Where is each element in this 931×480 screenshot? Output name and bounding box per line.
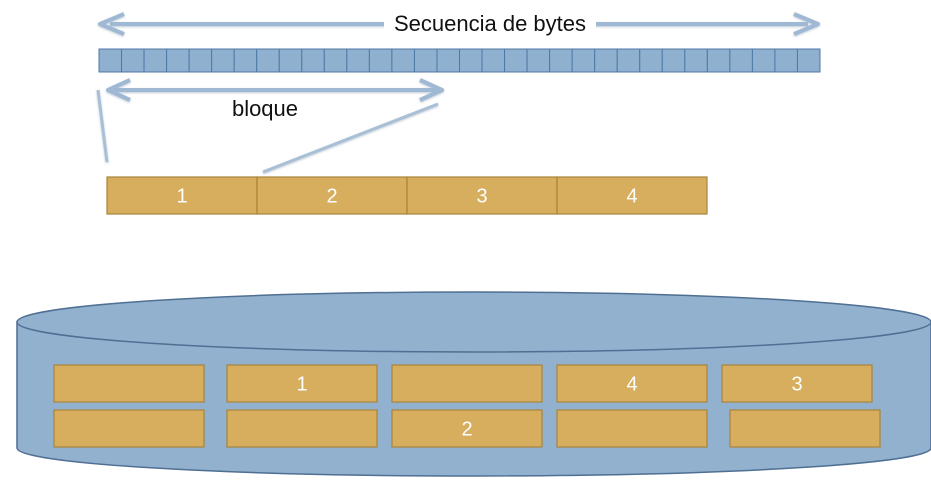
byte-cell: [121, 48, 145, 73]
byte-cell: [796, 48, 821, 73]
disk-slot: [391, 364, 543, 403]
disk-slot: [53, 364, 205, 403]
byte-cell: [98, 48, 123, 73]
byte-cell: [751, 48, 776, 73]
file-block-label: 3: [476, 186, 487, 208]
disk-slot-label: 2: [461, 419, 472, 441]
byte-cell: [301, 48, 325, 73]
byte-cell: [549, 48, 573, 73]
byte-cell: [166, 48, 190, 73]
file-block-label: 1: [176, 186, 187, 208]
byte-cell: [639, 48, 663, 73]
disk-slot-label: 3: [791, 374, 802, 396]
byte-cell: [706, 48, 731, 73]
file-block-label: 4: [626, 186, 637, 208]
byte-strip: [98, 48, 821, 73]
byte-cell: [661, 48, 686, 73]
byte-cell: [211, 48, 235, 73]
file-block: [256, 176, 408, 215]
byte-cell: [504, 48, 528, 73]
file-block-label: 2: [326, 186, 337, 208]
disk-slot: [391, 409, 543, 448]
byte-cell: [459, 48, 483, 73]
byte-cell: [346, 48, 370, 73]
disk-slot-label: 4: [626, 374, 637, 396]
file-blocks: 1 2 3 4: [106, 176, 708, 215]
byte-cell: [256, 48, 280, 73]
disk-slot-label: 1: [296, 374, 307, 396]
block-label: bloque: [232, 96, 298, 121]
zoom-guide-lines: [96, 89, 439, 174]
byte-cell: [684, 48, 708, 73]
disk-slot: [556, 409, 708, 448]
byte-cell: [571, 48, 596, 73]
byte-cell: [391, 48, 415, 73]
byte-cell: [323, 48, 348, 73]
byte-cell: [729, 48, 753, 73]
byte-cell: [233, 48, 258, 73]
byte-cell: [594, 48, 618, 73]
disk-slot: [721, 364, 873, 403]
byte-cell: [436, 48, 460, 73]
byte-cell: [413, 48, 438, 73]
byte-cell: [481, 48, 506, 73]
block-arrow: [106, 78, 444, 102]
disk-slot: [729, 409, 881, 448]
byte-cell: [774, 48, 798, 73]
disk-top: [16, 291, 931, 353]
byte-cell: [616, 48, 641, 73]
file-block: [556, 176, 708, 215]
byte-sequence-label-bg: [384, 10, 596, 38]
byte-cell: [188, 48, 213, 73]
disk-slot: [556, 364, 708, 403]
file-block: [106, 176, 258, 215]
byte-cell: [143, 48, 168, 73]
byte-cell: [278, 48, 303, 73]
disk-slot: [226, 409, 378, 448]
disk-slot: [226, 364, 378, 403]
byte-cell: [526, 48, 551, 73]
disk-slots: 1 4 3 2: [53, 364, 881, 448]
byte-cell: [368, 48, 393, 73]
disk-slot: [53, 409, 205, 448]
byte-sequence-label: Secuencia de bytes: [394, 11, 586, 36]
